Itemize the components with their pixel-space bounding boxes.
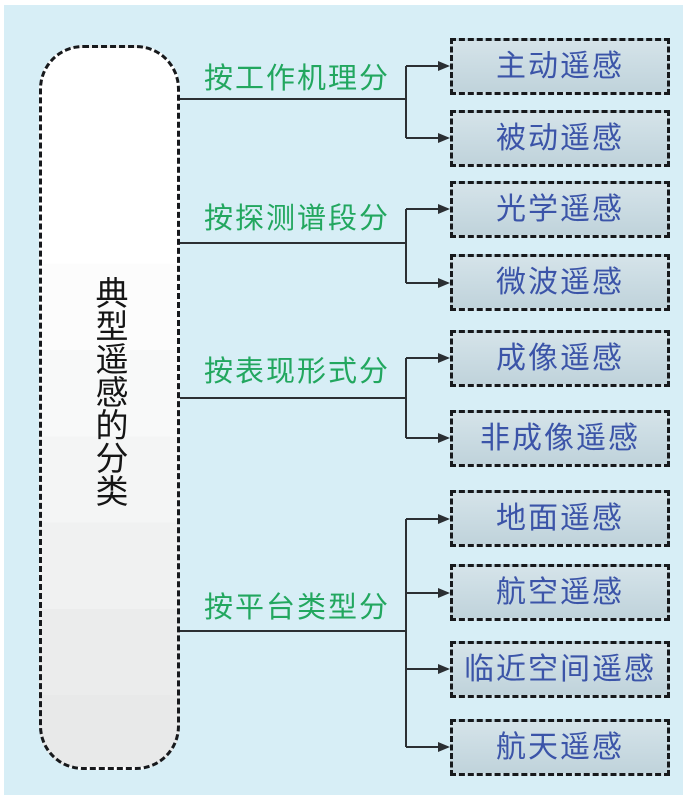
branch-label-by-spectral-band: 按探测谱段分 — [204, 201, 391, 235]
node-active-remote-sensing: 主动遥感 — [450, 38, 670, 95]
node-imaging-remote-sensing: 成像遥感 — [450, 330, 670, 387]
node-ground-remote-sensing: 地面遥感 — [450, 490, 670, 547]
node-optical-remote-sensing: 光学遥感 — [450, 181, 670, 238]
root-node-title: 典型遥感的分类 — [90, 276, 129, 507]
root-node: 典型遥感的分类 — [39, 45, 180, 770]
branch-label-by-working-mechanism: 按工作机理分 — [204, 61, 391, 95]
branch-label-by-presentation-form: 按表现形式分 — [204, 354, 391, 388]
node-airborne-remote-sensing: 航空遥感 — [450, 564, 670, 621]
branch-label-by-platform-type: 按平台类型分 — [204, 590, 391, 624]
node-near-space-remote-sensing: 临近空间遥感 — [450, 641, 670, 698]
node-passive-remote-sensing: 被动遥感 — [450, 110, 670, 167]
node-non-imaging-remote-sensing: 非成像遥感 — [450, 410, 670, 467]
node-spaceborne-remote-sensing: 航天遥感 — [450, 719, 670, 776]
node-microwave-remote-sensing: 微波遥感 — [450, 254, 670, 311]
